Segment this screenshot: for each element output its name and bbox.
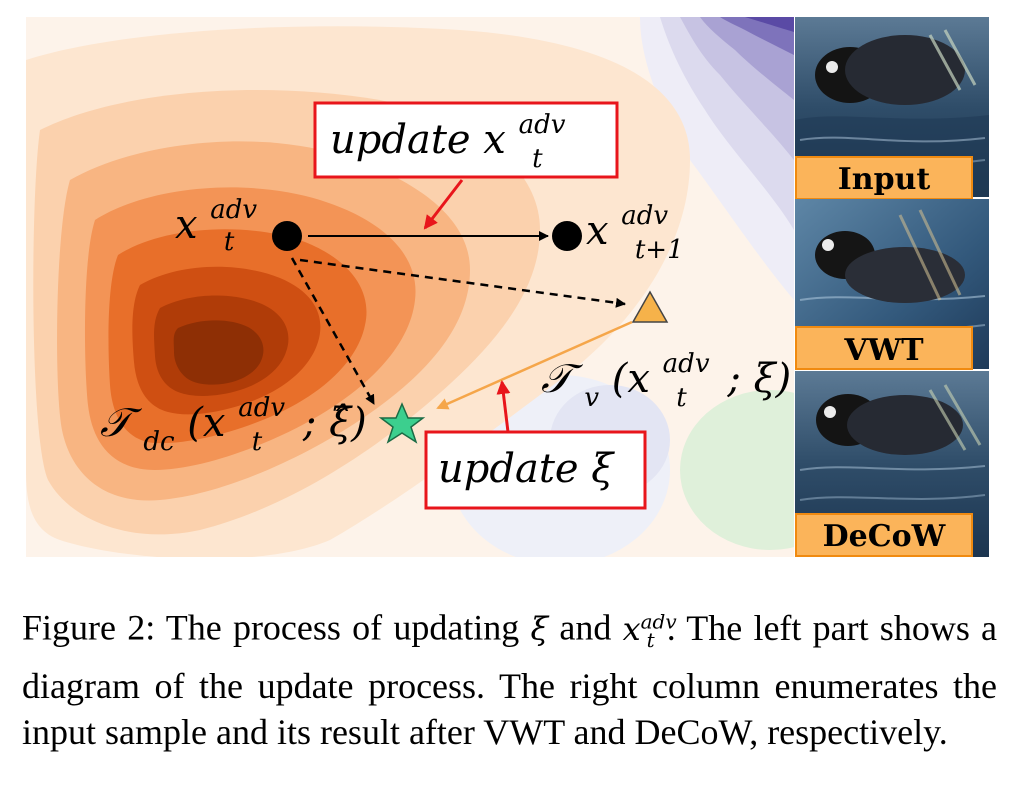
sample-column: Input VWT DeCoW <box>795 17 989 557</box>
x-t1-point <box>552 221 582 251</box>
caption-and: and <box>559 607 612 648</box>
caption-rest: . The left part shows a diagram of the u… <box>22 607 998 753</box>
x-t-point <box>272 221 302 251</box>
update-x-label: update x <box>330 117 506 163</box>
sample-label-vwt: VWT <box>843 333 924 368</box>
figure-caption: Figure 2: The process of updating ξ and … <box>22 598 997 755</box>
caption-x-symbol: xadvt <box>622 609 677 653</box>
update-xi-box: update ξ <box>424 430 647 510</box>
caption-xi-symbol: ξ <box>530 609 549 648</box>
dashed-arrow-to-triangle <box>299 258 626 308</box>
tdc-label: 𝒯 dc (x adv t ; ξ̂) <box>100 380 367 460</box>
sample-label-decow: DeCoW <box>823 519 947 554</box>
tv-label: 𝒯 v (x adv t ; ξ) <box>541 336 791 416</box>
orange-arrow <box>436 320 633 410</box>
x-t-label: x adv t <box>175 182 270 257</box>
star-marker <box>378 402 426 444</box>
caption-prefix: Figure 2: The process of updating <box>22 607 520 648</box>
triangle-marker <box>631 290 669 323</box>
x-t1-label: x adv t+1 <box>586 188 684 265</box>
update-x-box: update x adv t <box>313 97 619 179</box>
update-xi-arrow <box>496 380 511 433</box>
update-xi-label: update ξ <box>438 446 615 492</box>
svg-text:update x adv t: update x adv t <box>330 97 578 174</box>
sample-label-input: Input <box>838 162 931 197</box>
update-x-arrow <box>423 179 464 230</box>
